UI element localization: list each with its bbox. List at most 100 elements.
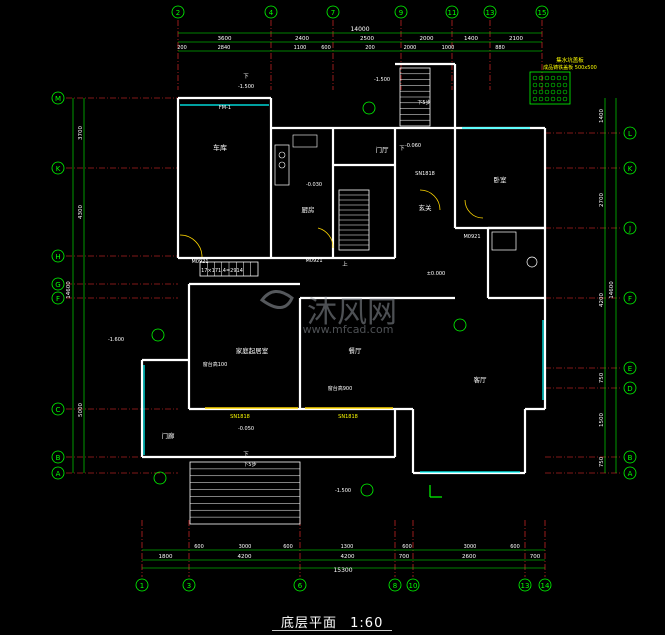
dim-right-row: 750 [599,372,605,383]
dim-bottom-row: 700 [399,554,410,560]
axis-label-bottom: 1 [140,582,144,590]
axis-bubble-top [171,5,185,19]
axis-label-top: 7 [331,9,335,17]
window-tag-hall: SN1818 [415,171,435,177]
catch-pit-hole [544,75,550,81]
axis-bubble-bottom [182,578,196,592]
axis-bubble-left [51,402,65,416]
catch-pit-hole [532,75,538,81]
drawing-title: 底层平面 1:60 [281,612,391,631]
catch-pit-hole [544,96,550,102]
room-label-living: 客厅 [474,375,488,384]
door-kitchen [317,227,334,249]
axis-bubble-bottom [518,578,532,592]
axis-label-right: B [628,454,633,462]
axis-label-right: D [627,385,632,393]
watermark-url: www.mfcad.com [303,323,394,336]
catch-pit-hole [556,89,562,95]
door-tag-kitchen: M0921 [305,258,322,264]
room-label-hall: 门厅 [376,145,390,154]
dim-bottom-row: 2600 [462,554,476,560]
axis-label-top: 13 [486,9,495,17]
bathtub [491,231,517,251]
axis-bubble-right [623,466,637,480]
axis-label-bottom: 8 [393,582,397,590]
dim-bottom-row: 4200 [238,554,252,560]
dim-top-detail: 200 [365,45,375,51]
stair-outline [189,461,301,525]
kitchen-counter [274,144,290,186]
dim-top-row: 1400 [464,36,478,42]
window-tag-dining: SN1818 [338,414,358,420]
axis-label-top: 15 [538,9,547,17]
stair-down-porch: 下 [243,451,249,458]
stair-note-upper: 下5步 [417,100,430,106]
dim-right-row: 1500 [599,413,605,427]
section-mark [453,318,467,332]
axis-bubble-top [394,5,408,19]
axis-label-right: A [628,470,633,478]
drawing-title-text: 底层平面 [281,616,338,631]
axis-bubble-top [535,5,549,19]
dim-bottom-detail: 600 [194,544,204,550]
dim-top-row: 3600 [218,36,232,42]
catch-pit-label: 集水坑盖板 [556,56,584,64]
axis-label-right: L [628,130,632,138]
elevation-kitchen: -0.030 [306,182,322,188]
axis-label-top: 9 [399,9,403,17]
axis-bubble-top [445,5,459,19]
catch-pit-hole [562,75,568,81]
dim-right-row: 2700 [599,193,605,207]
axis-bubble-left [51,249,65,263]
section-mark [362,101,376,115]
axis-bubble-left [51,277,65,291]
dim-top-row: 2100 [509,36,523,42]
axis-label-right: E [628,365,632,373]
catch-pit-hole [556,75,562,81]
catch-pit-hole [532,89,538,95]
garage-door-tag: FM-1 [219,105,231,111]
dim-bottom-detail: 600 [402,544,412,550]
catch-pit-hole [556,96,562,102]
door-tag-garage: M0921 [191,259,208,265]
dim-bottom-detail: 3000 [239,544,252,550]
catch-pit-hole [550,96,556,102]
door-tag-bedroom: M0921 [463,234,480,240]
axis-bubble-right [623,161,637,175]
fixtures [151,71,571,498]
section-mark [151,328,165,342]
axis-label-left: B [56,454,61,462]
axis-label-bottom: 14 [541,582,550,590]
dim-top-row: 2400 [295,36,309,42]
stair-note-porch: 下5步 [243,462,256,468]
toilet [526,256,538,268]
title-underline [272,630,392,631]
catch-pit-cover [529,71,571,105]
axis-label-left: F [56,295,60,303]
room-label-family: 家庭起居室 [236,346,269,355]
elevation-porch: -0.050 [238,426,254,432]
dim-bottom-row: 1800 [159,554,173,560]
dim-right-row: 4200 [599,293,605,307]
dim-bottom-detail: 600 [510,544,520,550]
dim-top-detail: 200 [177,45,187,51]
catch-pit-hole [556,82,562,88]
axis-bubble-left [51,450,65,464]
catch-pit-hole [562,96,568,102]
dining-window-note: 窗台高900 [328,385,353,392]
dim-bottom-detail: 600 [283,544,293,550]
dim-bottom-row: 4200 [341,554,355,560]
axis-bubble-left [51,161,65,175]
axis-bubble-left [51,466,65,480]
dim-bottom-detail: 1300 [341,544,354,550]
axis-bubble-bottom [538,578,552,592]
axis-label-left: G [55,281,60,289]
axis-bubble-top [264,5,278,19]
axis-bubble-left [51,291,65,305]
dim-bottom-total: 15300 [333,567,352,574]
elevation-bottom: -1.500 [335,488,351,494]
